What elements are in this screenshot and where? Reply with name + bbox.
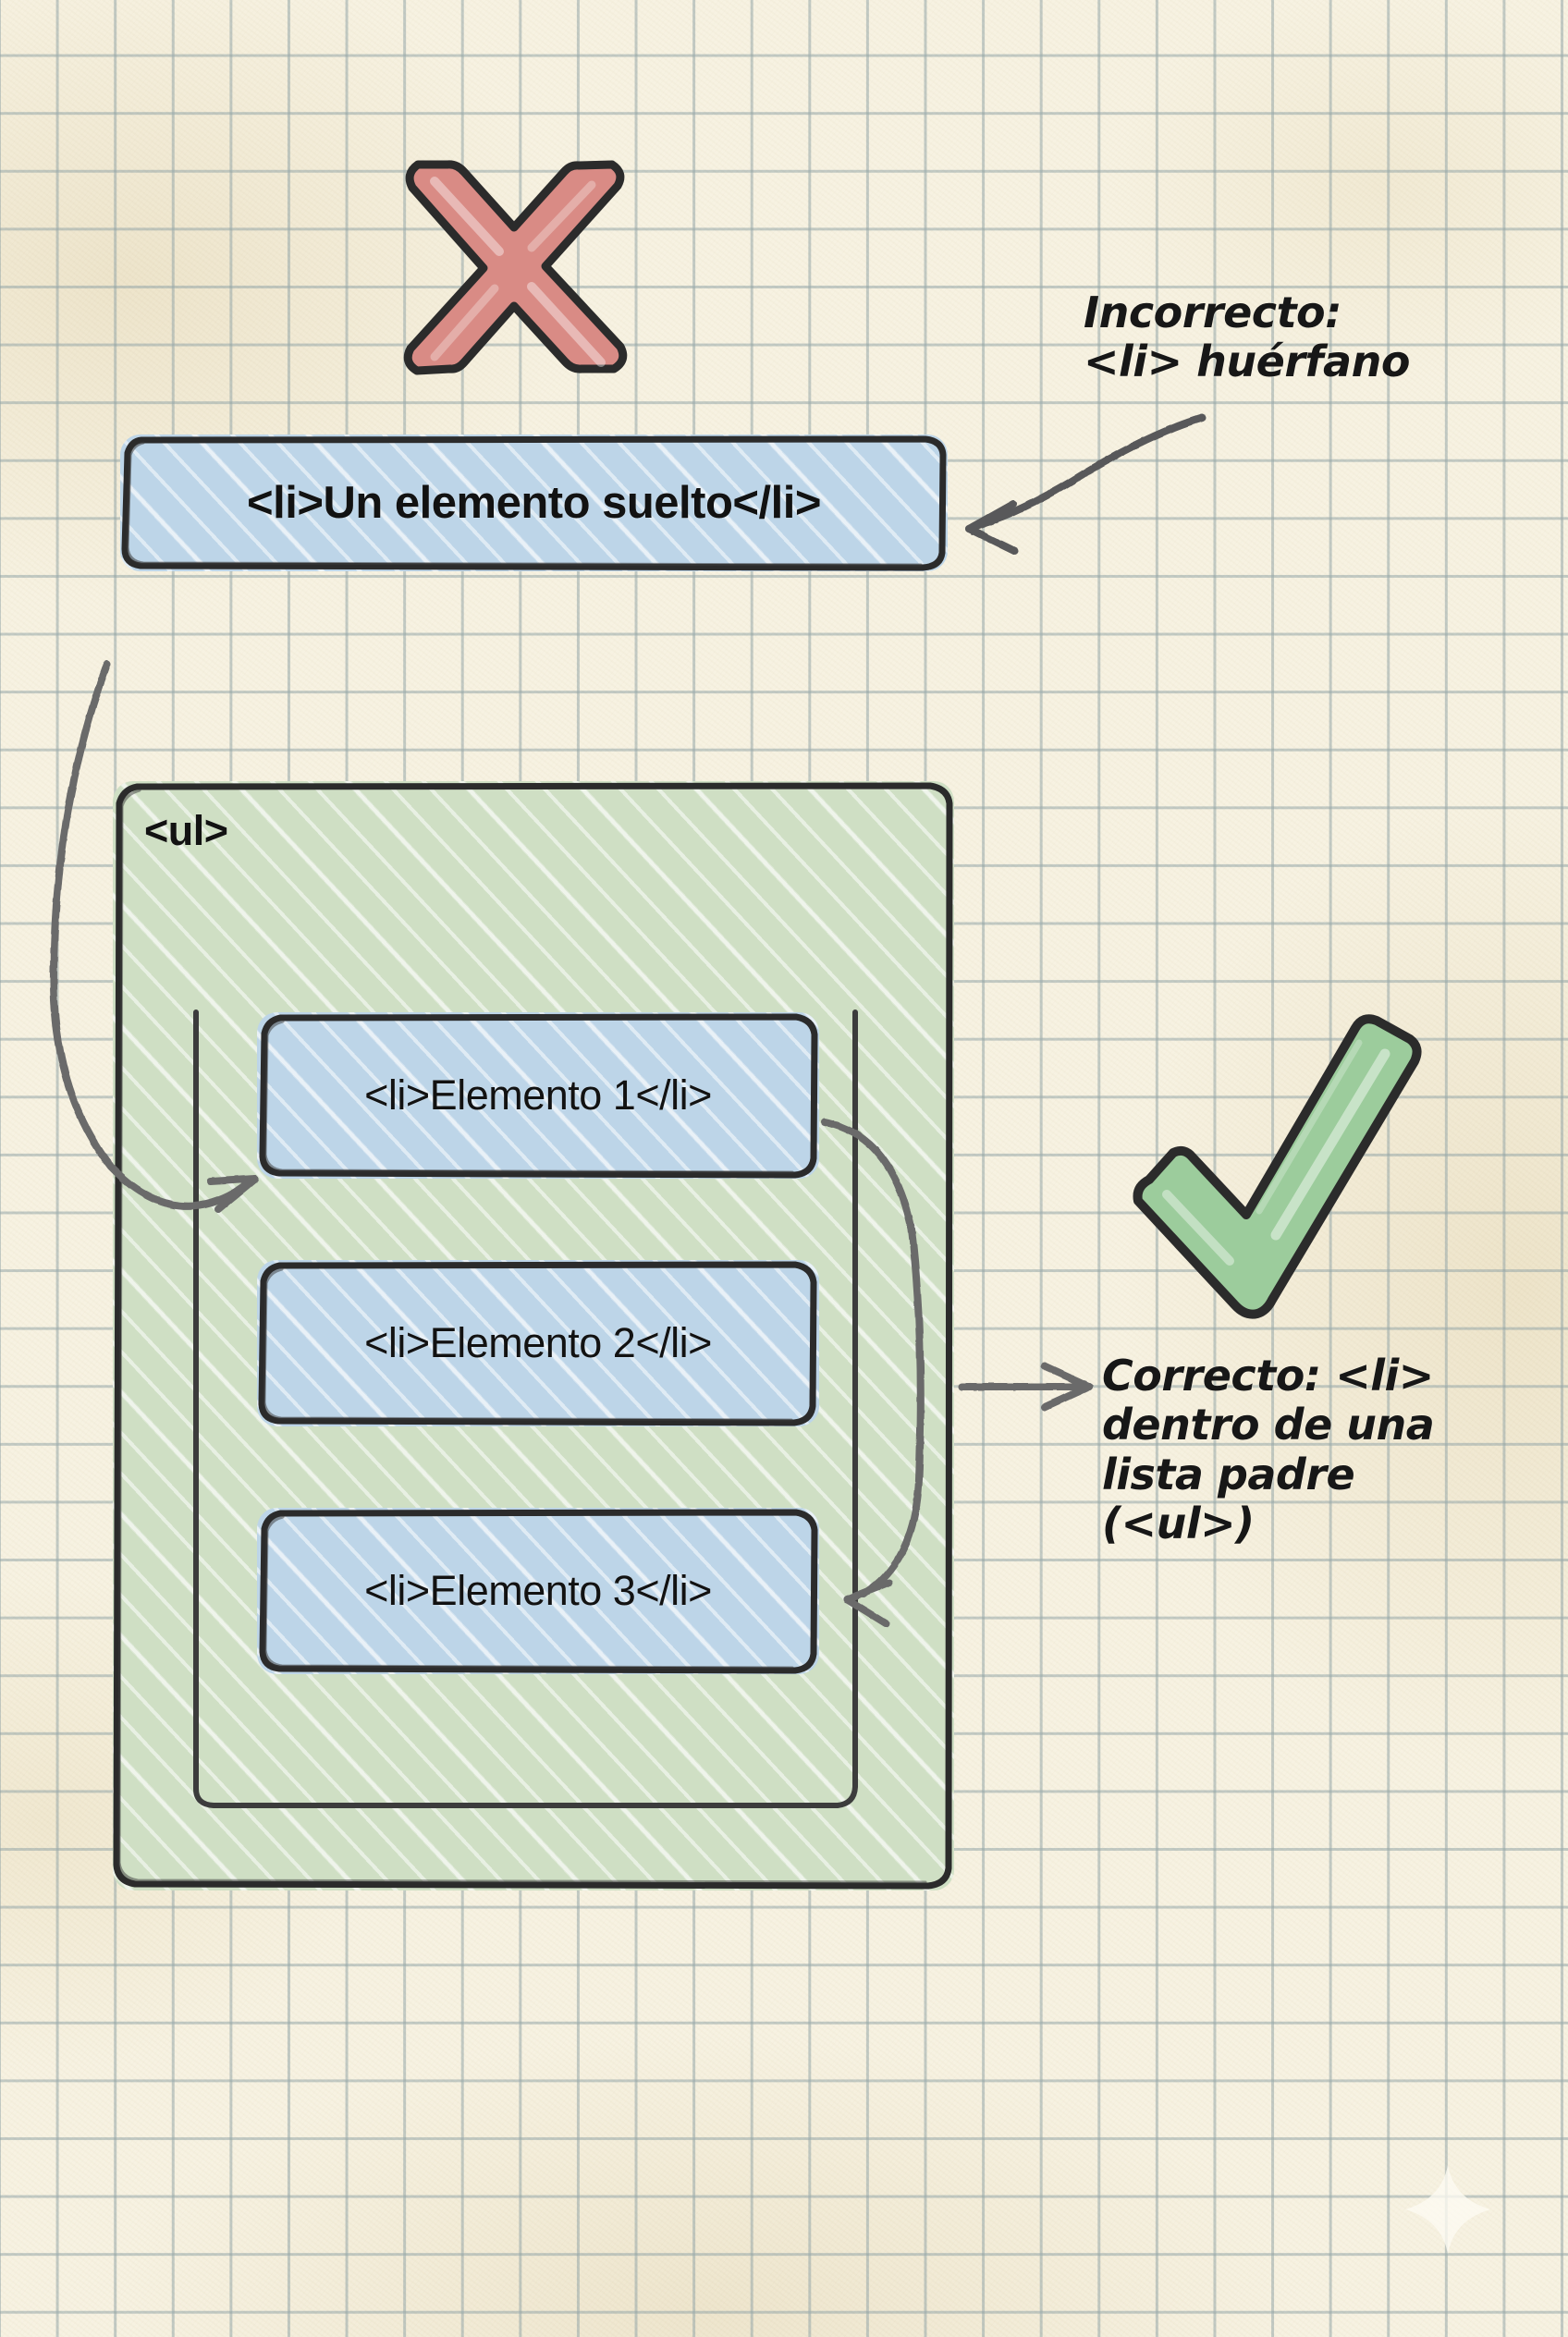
sparkle-watermark: [1404, 2165, 1491, 2254]
annotation-correcto-line4: (<ul>): [1102, 1499, 1255, 1549]
list-item-1-code: <li>Elemento 1</li>: [364, 1071, 712, 1119]
annotation-correcto-line1: Correcto: <li>: [1102, 1351, 1434, 1401]
ul-tag-label: <ul>: [144, 807, 228, 854]
annotation-correcto-line2: dentro de una: [1102, 1400, 1435, 1450]
annotation-incorrecto-line2: <li> huérfano: [1084, 336, 1410, 387]
list-item-node-3[interactable]: <li>Elemento 3</li>: [257, 1508, 819, 1674]
annotation-correcto: Correcto: <li> dentro de una lista padre…: [1102, 1351, 1435, 1549]
orphan-li-node[interactable]: <li>Un elemento suelto</li>: [120, 434, 948, 571]
orphan-li-code: <li>Un elemento suelto</li>: [247, 478, 822, 528]
list-item-2-code: <li>Elemento 2</li>: [364, 1319, 712, 1366]
list-item-node-1[interactable]: <li>Elemento 1</li>: [257, 1012, 819, 1179]
list-item-node-2[interactable]: <li>Elemento 2</li>: [257, 1260, 819, 1426]
annotation-incorrecto-line1: Incorrecto:: [1084, 288, 1342, 337]
list-item-3-code: <li>Elemento 3</li>: [364, 1567, 712, 1614]
annotation-correcto-line3: lista padre: [1102, 1449, 1355, 1499]
annotation-incorrecto: Incorrecto: <li> huérfano: [1084, 288, 1410, 387]
